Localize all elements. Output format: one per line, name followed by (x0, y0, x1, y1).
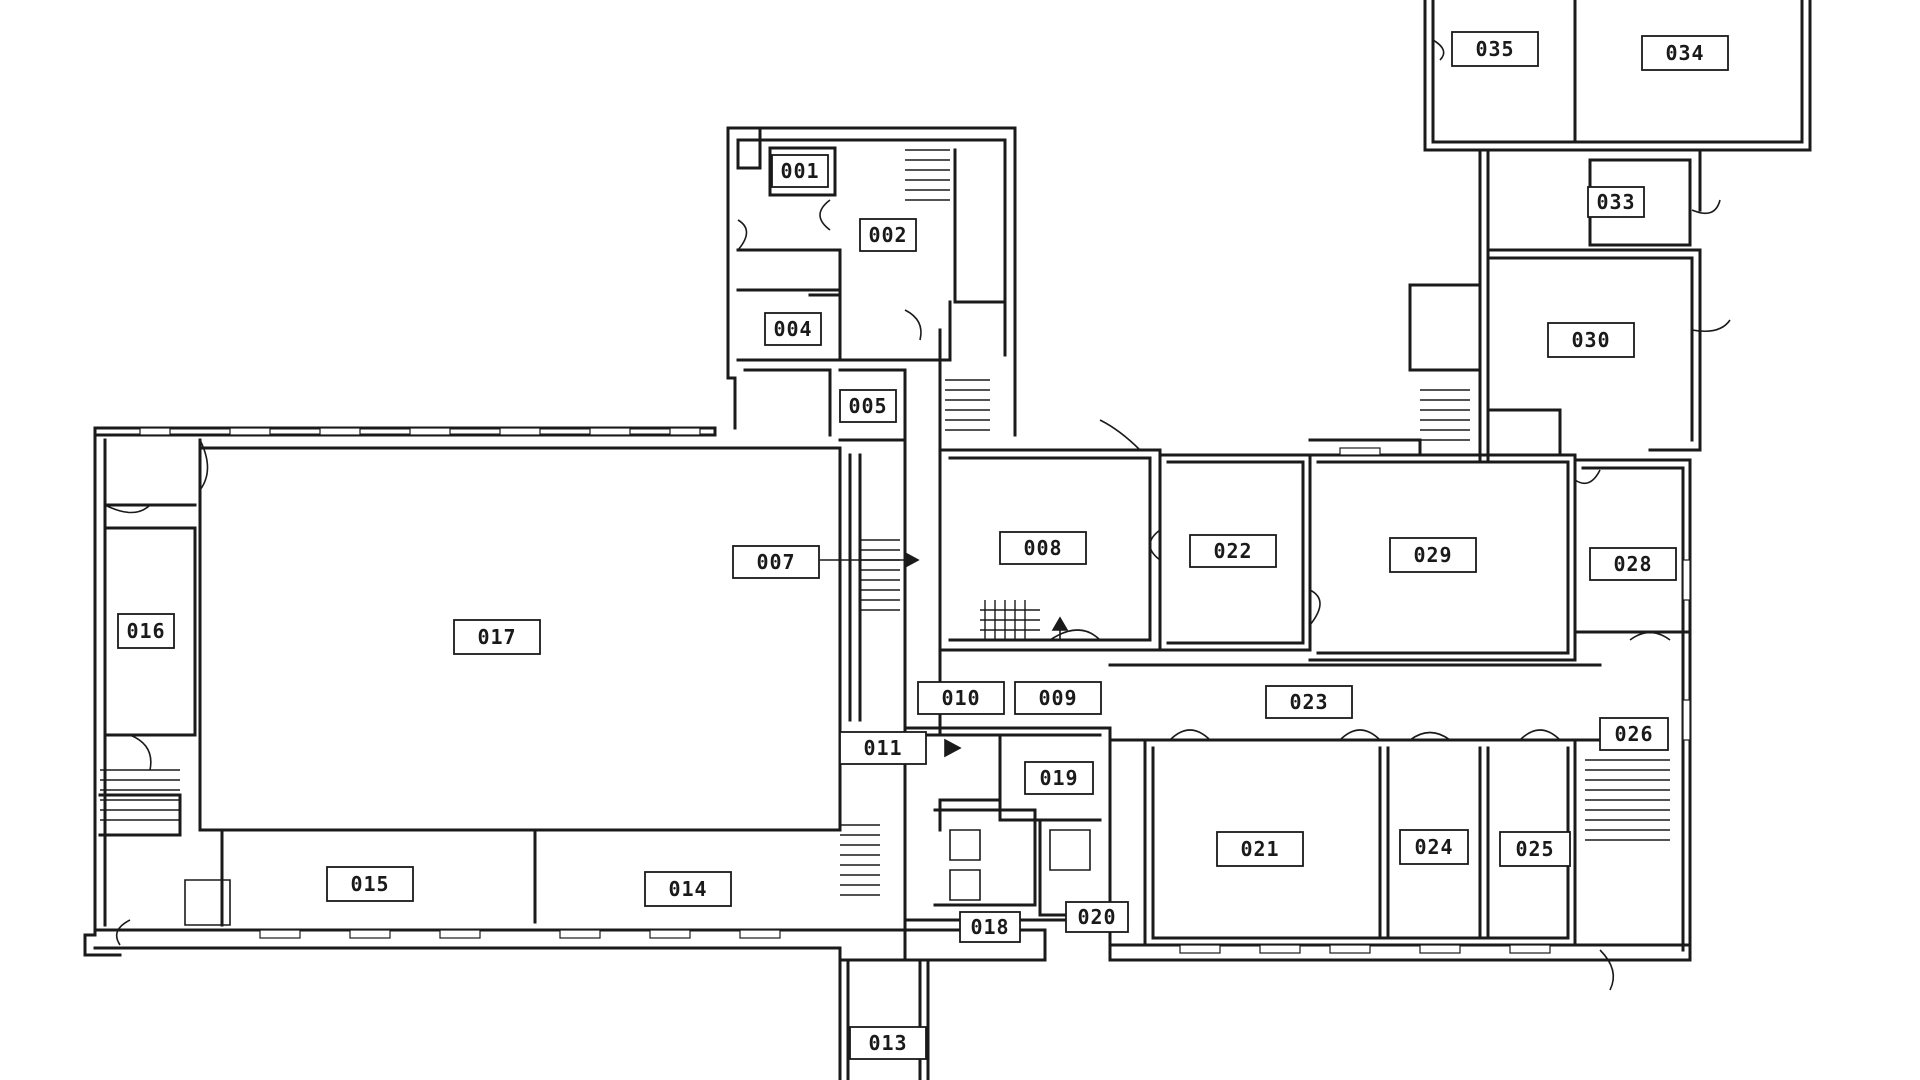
svg-text:034: 034 (1665, 41, 1704, 65)
svg-text:013: 013 (868, 1031, 907, 1055)
svg-text:009: 009 (1038, 686, 1077, 710)
svg-text:023: 023 (1289, 690, 1328, 714)
svg-text:025: 025 (1515, 837, 1554, 861)
svg-text:029: 029 (1413, 543, 1452, 567)
svg-text:021: 021 (1240, 837, 1279, 861)
walls (83, 0, 1812, 1080)
svg-text:008: 008 (1023, 536, 1062, 560)
room-label-002: 002 (859, 218, 917, 252)
svg-text:028: 028 (1613, 552, 1652, 576)
direction-arrows (820, 551, 1069, 758)
room-label-021: 021 (1216, 831, 1304, 867)
svg-text:010: 010 (941, 686, 980, 710)
svg-text:002: 002 (868, 223, 907, 247)
room-label-020: 020 (1065, 901, 1129, 933)
room-label-017: 017 (453, 619, 541, 655)
room-label-034: 034 (1641, 35, 1729, 71)
svg-text:026: 026 (1614, 722, 1653, 746)
svg-text:019: 019 (1039, 766, 1078, 790)
svg-text:007: 007 (756, 550, 795, 574)
room-label-018: 018 (959, 911, 1021, 943)
svg-text:030: 030 (1571, 328, 1610, 352)
svg-text:024: 024 (1414, 835, 1453, 859)
room-label-007: 007 (732, 545, 820, 579)
room-label-010: 010 (917, 681, 1005, 715)
svg-text:022: 022 (1213, 539, 1252, 563)
svg-text:005: 005 (848, 394, 887, 418)
room-label-029: 029 (1389, 537, 1477, 573)
room-label-030: 030 (1547, 322, 1635, 358)
room-label-019: 019 (1024, 761, 1094, 795)
svg-text:018: 018 (970, 915, 1009, 939)
room-label-015: 015 (326, 866, 414, 902)
room-label-011: 011 (839, 731, 927, 765)
room-label-001: 001 (771, 154, 829, 188)
room-label-033: 033 (1587, 186, 1645, 218)
svg-text:033: 033 (1596, 190, 1635, 214)
svg-text:014: 014 (668, 877, 707, 901)
room-label-026: 026 (1599, 717, 1669, 751)
svg-text:004: 004 (773, 317, 812, 341)
room-label-013: 013 (849, 1026, 927, 1060)
room-label-025: 025 (1499, 831, 1571, 867)
room-label-004: 004 (764, 312, 822, 346)
svg-text:020: 020 (1077, 905, 1116, 929)
svg-text:016: 016 (126, 619, 165, 643)
svg-text:011: 011 (863, 736, 902, 760)
room-label-028: 028 (1589, 547, 1677, 581)
room-label-024: 024 (1399, 829, 1469, 865)
room-label-014: 014 (644, 871, 732, 907)
svg-text:001: 001 (780, 159, 819, 183)
room-label-023: 023 (1265, 685, 1353, 719)
room-label-008: 008 (999, 531, 1087, 565)
room-label-016: 016 (117, 613, 175, 649)
svg-text:017: 017 (477, 625, 516, 649)
room-labels: 001 002 004 005 007 008 009 010 (117, 31, 1729, 1060)
room-label-005: 005 (839, 389, 897, 423)
room-label-035: 035 (1451, 31, 1539, 67)
svg-text:035: 035 (1475, 37, 1514, 61)
svg-text:015: 015 (350, 872, 389, 896)
room-label-022: 022 (1189, 534, 1277, 568)
room-label-009: 009 (1014, 681, 1102, 715)
